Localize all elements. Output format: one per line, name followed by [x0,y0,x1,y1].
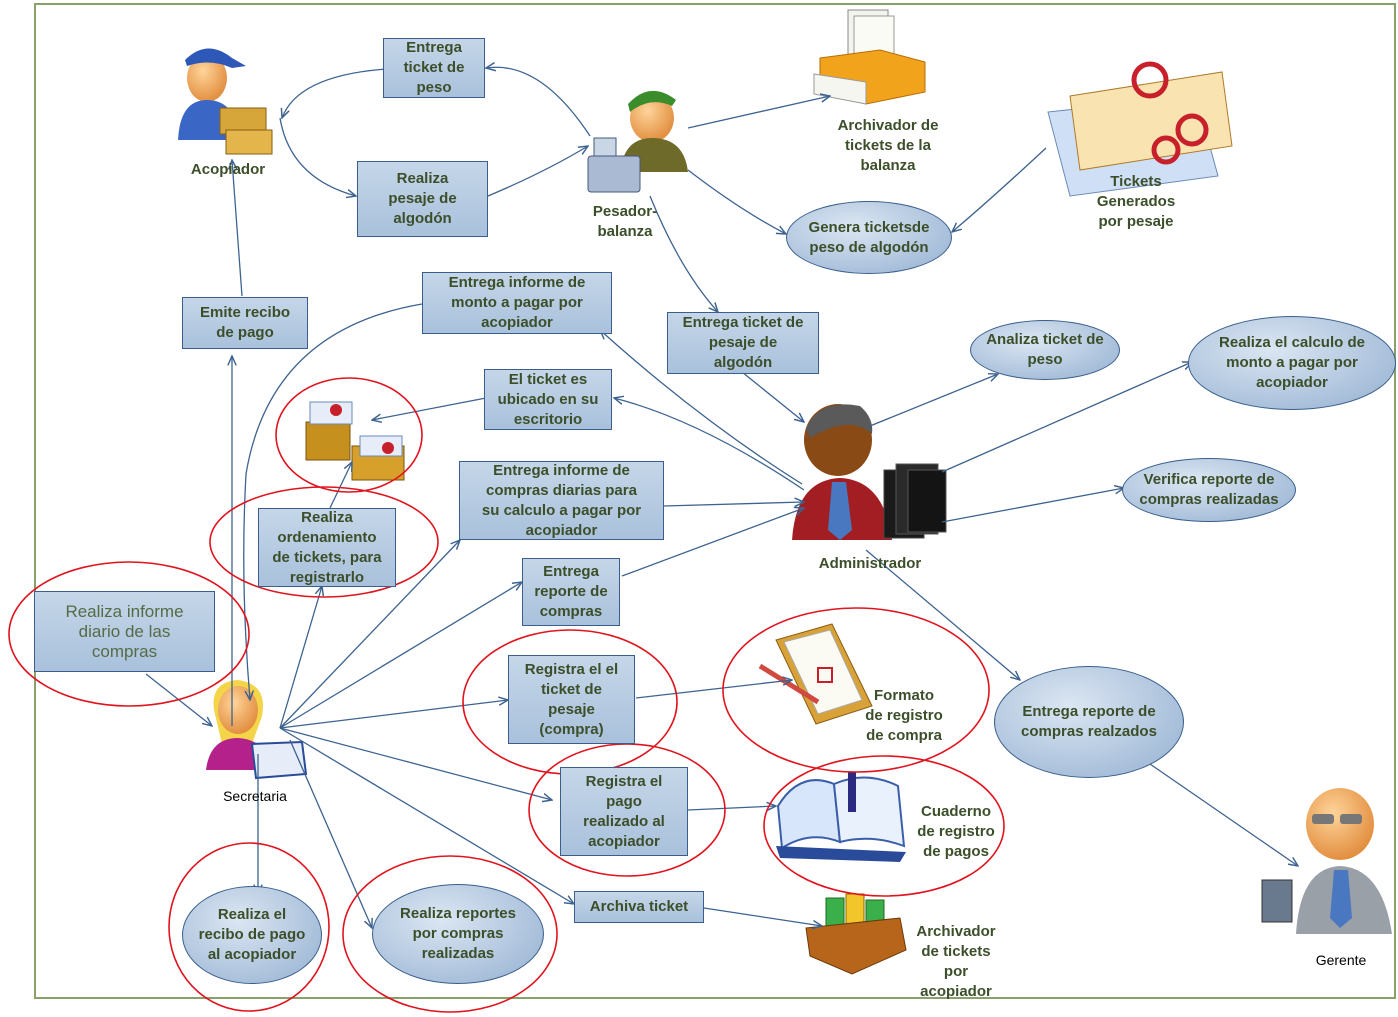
box-registra-pago[interactable]: Registra el pago realizado al acopiador [560,767,688,856]
pesador-icon [587,90,688,193]
formato-registro-label: Formato de registro de compra [865,687,943,744]
box-entrega-reporte-compras[interactable]: Entrega reporte de compras [522,558,620,626]
diagram-frame [34,3,1396,999]
archivador-balanza-label: Archivador de tickets de la balanza [837,117,939,174]
acopiador-icon [178,48,273,155]
secretaria-label: Secretaria [223,788,287,804]
oval-verifica-reporte[interactable]: Verifica reporte de compras realizadas [1122,458,1296,522]
oval-genera-tickets[interactable]: Genera ticketsde peso de algodón [786,201,952,274]
oval-realiza-recibo[interactable]: Realiza el recibo de pago al acopiador [182,886,322,984]
archivador-acopiador-icon [805,893,907,975]
box-entrega-informe-monto[interactable]: Entrega informe de monto a pagar por aco… [422,272,612,334]
archivador-balanza-icon [813,9,926,105]
oval-realiza-calculo[interactable]: Realiza el calculo de monto a pagar por … [1188,316,1396,410]
archivador-acopiador-label: Archivador de tickets por acopiador [916,923,996,1000]
box-realiza-ordenamiento[interactable]: Realiza ordenamiento de tickets, para re… [258,508,396,587]
box-realiza-pesaje[interactable]: Realiza pesaje de algodón [357,161,488,237]
gerente-label: Gerente [1315,952,1367,968]
tickets-generados-label: Tickets Generados por pesaje [1096,173,1176,230]
box-realiza-informe-diario[interactable]: Realiza informe diario de las compras [34,591,215,672]
gerente-icon [1261,788,1392,934]
oval-entrega-reporte-realzados[interactable]: Entrega reporte de compras realzados [994,666,1184,778]
box-emite-recibo[interactable]: Emite recibo de pago [182,297,308,349]
box-entrega-ticket-pesaje[interactable]: Entrega ticket de pesaje de algodón [667,312,819,374]
tickets-icon [1047,61,1233,197]
box-ticket-ubicado[interactable]: El ticket es ubicado en su escritorio [484,369,612,430]
cuaderno-icon [776,772,906,862]
administrador-icon [792,404,947,540]
box-archiva-ticket[interactable]: Archiva ticket [574,891,704,923]
escritorio-icon [305,401,405,481]
cuaderno-pagos-label: Cuaderno de registro de pagos [917,803,995,860]
oval-realiza-reportes[interactable]: Realiza reportes por compras realizadas [372,884,544,984]
arrows [145,67,1298,928]
pesador-label: Pesador- balanza [592,203,658,240]
acopiador-label: Acopiador [190,161,266,178]
administrador-label: Administrador [818,555,922,572]
secretaria-icon [206,680,308,780]
box-entrega-ticket-peso[interactable]: Entrega ticket de peso [383,38,485,98]
oval-analiza-ticket[interactable]: Analiza ticket de peso [970,320,1120,380]
box-registra-ticket[interactable]: Registra el el ticket de pesaje (compra) [508,655,635,744]
box-entrega-informe-compras[interactable]: Entrega informe de compras diarias para … [459,461,664,540]
